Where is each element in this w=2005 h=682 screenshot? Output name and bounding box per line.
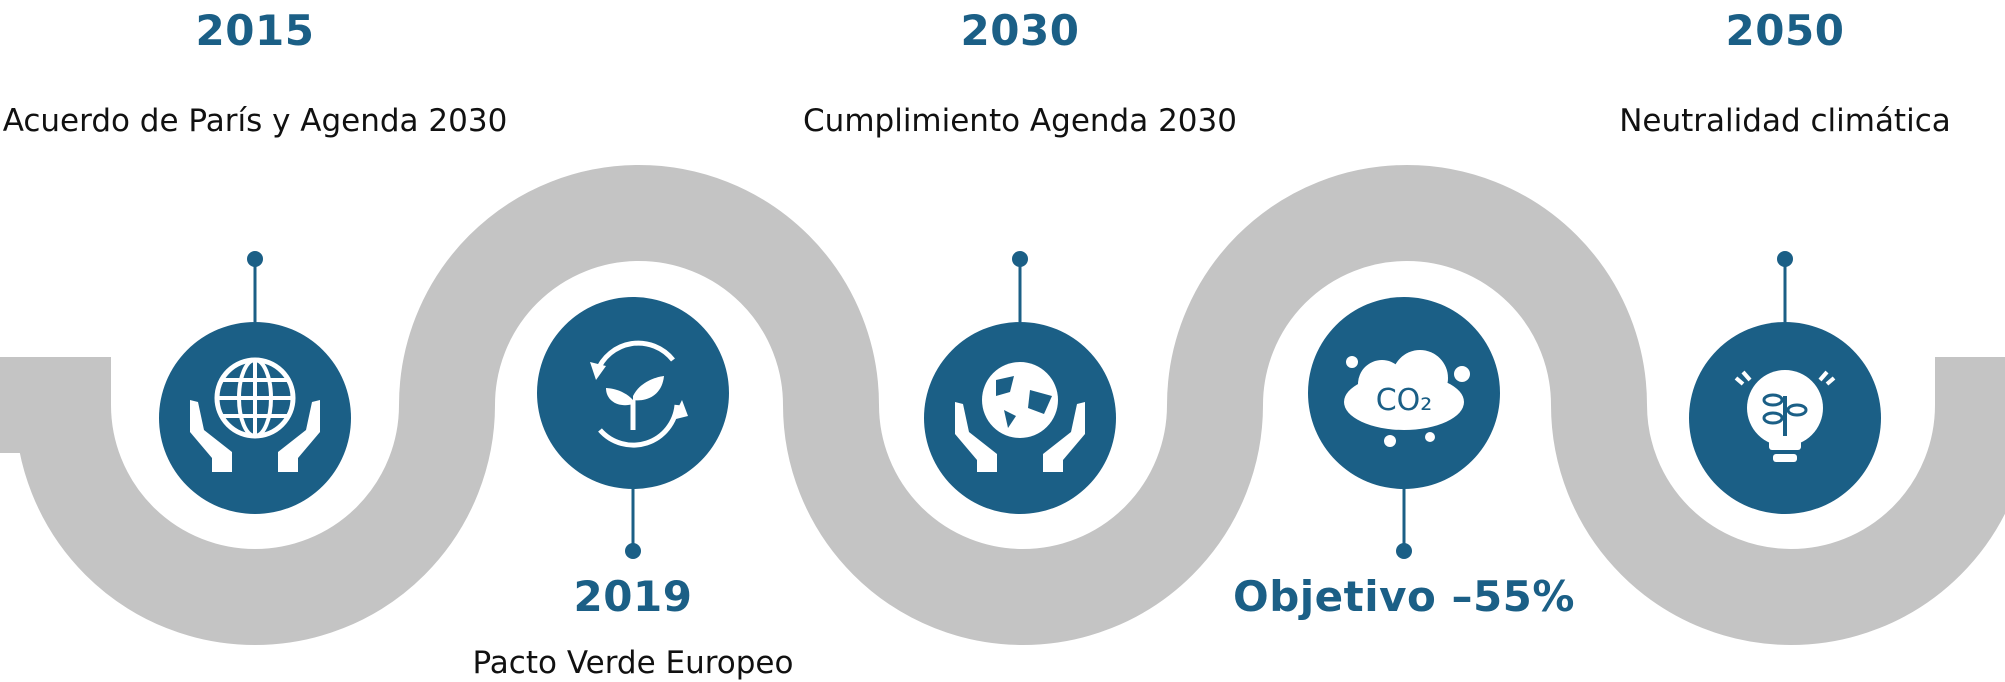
svg-text:CO₂: CO₂ [1376, 383, 1433, 418]
milestone-objetivo: CO₂ [1308, 297, 1500, 559]
milestone-2050 [1689, 251, 1881, 514]
label-2030: Cumplimiento Agenda 2030 [803, 103, 1237, 139]
hands-globe-icon [190, 357, 320, 472]
co2-cloud-icon: CO₂ [1344, 350, 1470, 447]
year-2019: 2019 [573, 572, 693, 621]
label-2015: Acuerdo de París y Agenda 2030 [2, 103, 508, 139]
milestone-2030 [924, 251, 1116, 514]
year-2030: 2030 [960, 6, 1080, 55]
milestone-2015 [159, 251, 351, 514]
label-2019: Pacto Verde Europeo [472, 645, 794, 681]
year-2050: 2050 [1725, 6, 1845, 55]
label-2050: Neutralidad climática [1619, 103, 1951, 139]
lightbulb-plant-icon [1734, 370, 1836, 462]
hands-earth-icon [955, 362, 1085, 472]
year-2015: 2015 [195, 6, 315, 55]
milestone-2019 [537, 297, 729, 559]
wave-track [0, 165, 2005, 645]
objetivo-label: Objetivo –55% [1232, 572, 1575, 621]
recycle-plant-icon [590, 340, 688, 448]
